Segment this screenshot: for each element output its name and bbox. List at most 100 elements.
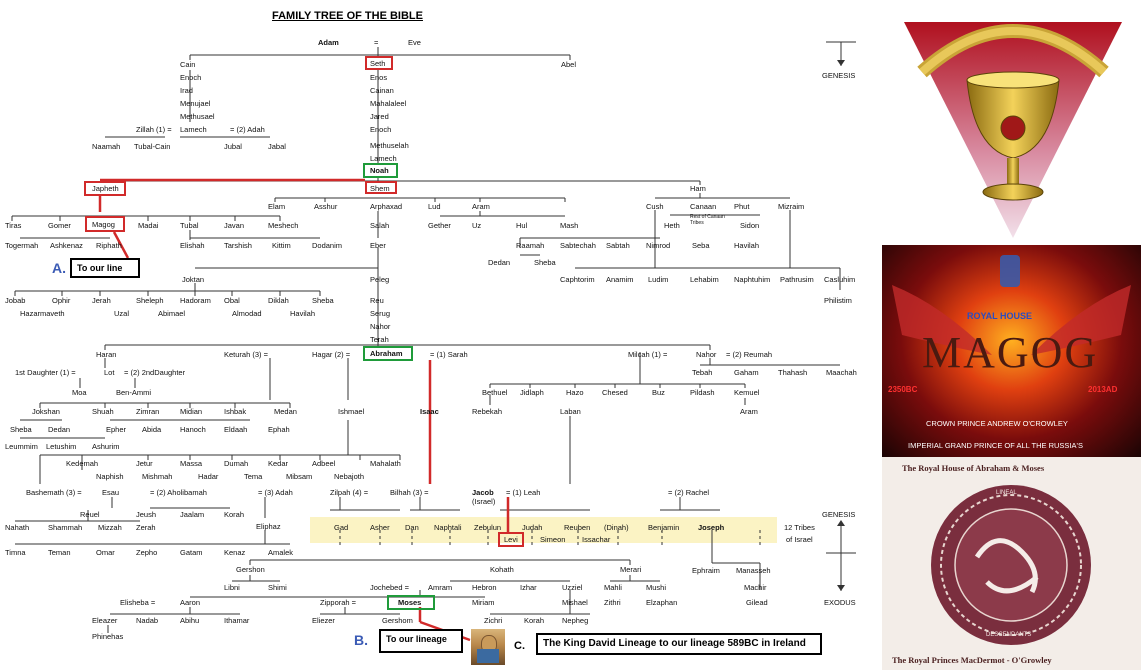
name-havilah2: Havilah xyxy=(290,309,315,318)
name-reuel: Reuel xyxy=(80,510,100,519)
name-jaalam: Jaalam xyxy=(180,510,204,519)
name-abihu: Abihu xyxy=(180,616,199,625)
name-japheth: Japheth xyxy=(92,184,119,193)
name-tebah: Tebah xyxy=(692,368,712,377)
name-obal: Obal xyxy=(224,296,240,305)
name-pildash: Pildash xyxy=(690,388,715,397)
pharaoh-thumbnail xyxy=(471,629,505,665)
note-a-letter: A. xyxy=(52,260,66,276)
name-dedan2: Dedan xyxy=(48,425,70,434)
name-gershon: Gershon xyxy=(236,565,265,574)
name-shuah: Shuah xyxy=(92,407,114,416)
name-lot: Lot xyxy=(104,368,114,377)
name-kedar: Kedar xyxy=(268,459,288,468)
name-eber: Eber xyxy=(370,241,386,250)
note-c-letter: C. xyxy=(514,640,525,652)
name-gomer: Gomer xyxy=(48,221,71,230)
name-reuben: Reuben xyxy=(564,523,590,532)
name-raamah: Raamah xyxy=(516,241,544,250)
name-medan: Medan xyxy=(274,407,297,416)
name-reumah: = (2) Reumah xyxy=(726,350,772,359)
name-uz: Uz xyxy=(472,221,481,230)
name-tiras: Tiras xyxy=(5,221,21,230)
name-menujael: Menujael xyxy=(180,99,210,108)
name-ephraim: Ephraim xyxy=(692,566,720,575)
name-mahalaleel: Mahalaleel xyxy=(370,99,406,108)
seal-bottom-text: DESCENDANTS xyxy=(986,632,1031,638)
name-daughter1: 1st Daughter (1) = xyxy=(15,368,76,377)
name-nahath: Nahath xyxy=(5,523,29,532)
name-nahor2: Nahor xyxy=(696,350,716,359)
name-kemuel: Kemuel xyxy=(734,388,759,397)
name-elzaphan: Elzaphan xyxy=(646,598,677,607)
seal-top-text: LINEAL xyxy=(996,490,1017,496)
note-a-to-our-line: To our line xyxy=(70,258,140,278)
name-moa: Moa xyxy=(72,388,87,397)
name-cush: Cush xyxy=(646,202,664,211)
name-meshech: Meshech xyxy=(268,221,298,230)
name-buz: Buz xyxy=(652,388,665,397)
name-seth: Seth xyxy=(370,59,385,68)
name-joseph: Joseph xyxy=(698,523,724,532)
name-judah: Judah xyxy=(522,523,542,532)
year-2350bc: 2350BC xyxy=(888,385,917,394)
name-bethuel: Bethuel xyxy=(482,388,507,397)
name-adam: Adam xyxy=(318,38,339,47)
name-tubal: Tubal xyxy=(180,221,198,230)
name-epher: Epher xyxy=(106,425,126,434)
chalice-emblem-image xyxy=(882,0,1141,245)
name-methuselah: Methuselah xyxy=(370,141,409,150)
name-nepheg: Nepheg xyxy=(562,616,588,625)
name-zerah: Zerah xyxy=(136,523,156,532)
name-javan: Javan xyxy=(224,221,244,230)
name-elisheba: Elisheba = xyxy=(120,598,155,607)
name-heth: Heth xyxy=(664,221,680,230)
name-maachah: Maachah xyxy=(826,368,857,377)
name-naphtuhim: Naphtuhim xyxy=(734,275,770,284)
name-bilhah: Bilhah (3) = xyxy=(390,488,429,497)
name-abel: Abel xyxy=(561,60,576,69)
tribes-label-2: of Israel xyxy=(786,535,813,544)
name-tubal-cain: Tubal-Cain xyxy=(134,142,170,151)
name-ashkenaz: Ashkenaz xyxy=(50,241,83,250)
name-eq: = xyxy=(374,38,378,47)
royal-house-seal-panel: The Royal House of Abraham & Moses LINEA… xyxy=(882,457,1141,670)
name-hul: Hul xyxy=(516,221,527,230)
chalice-emblem-panel xyxy=(882,0,1141,245)
imperial-prince-caption: IMPERIAL GRAND PRINCE OF ALL THE RUSSIA'… xyxy=(908,441,1083,450)
name-nebajoth: Nebajoth xyxy=(334,472,364,481)
name-jeush: Jeush xyxy=(136,510,156,519)
note-b-letter: B. xyxy=(354,632,368,648)
name-zipporah: Zipporah = xyxy=(320,598,356,607)
name-ishbak: Ishbak xyxy=(224,407,246,416)
name-philistim: Philistim xyxy=(824,296,852,305)
name-zillah: Zillah (1) = xyxy=(136,125,172,134)
name-shammah: Shammah xyxy=(48,523,82,532)
name-haran: Haran xyxy=(96,350,116,359)
name-amram: Amram xyxy=(428,583,452,592)
note-b-to-our-lineage: To our lineage xyxy=(379,629,463,653)
name-adah2: = (3) Adah xyxy=(258,488,293,497)
name-thahash: Thahash xyxy=(778,368,807,377)
name-jared: Jared xyxy=(370,112,389,121)
name-abida: Abida xyxy=(142,425,161,434)
name-hebron: Hebron xyxy=(472,583,497,592)
name-kohath: Kohath xyxy=(490,565,514,574)
name-phinehas: Phinehas xyxy=(92,632,123,641)
name-omar: Omar xyxy=(96,548,115,557)
name-kedemah: Kedemah xyxy=(66,459,98,468)
name-sabtechah: Sabtechah xyxy=(560,241,596,250)
name-tema: Tema xyxy=(244,472,262,481)
name-asshur: Asshur xyxy=(314,202,337,211)
name-shem: Shem xyxy=(370,184,390,193)
name-chesed: Chesed xyxy=(602,388,628,397)
name-sheba: Sheba xyxy=(534,258,556,267)
name-leah: = (1) Leah xyxy=(506,488,540,497)
name-canaan-tribes: Rest of Canaan Tribes xyxy=(690,214,726,226)
name-canaan: Canaan xyxy=(690,202,716,211)
name-hagar: Hagar (2) = xyxy=(312,350,350,359)
name-leummim: Leummim xyxy=(5,442,38,451)
name-asher: Asher xyxy=(370,523,390,532)
name-adbeel: Adbeel xyxy=(312,459,335,468)
name-noah: Noah xyxy=(370,166,389,175)
